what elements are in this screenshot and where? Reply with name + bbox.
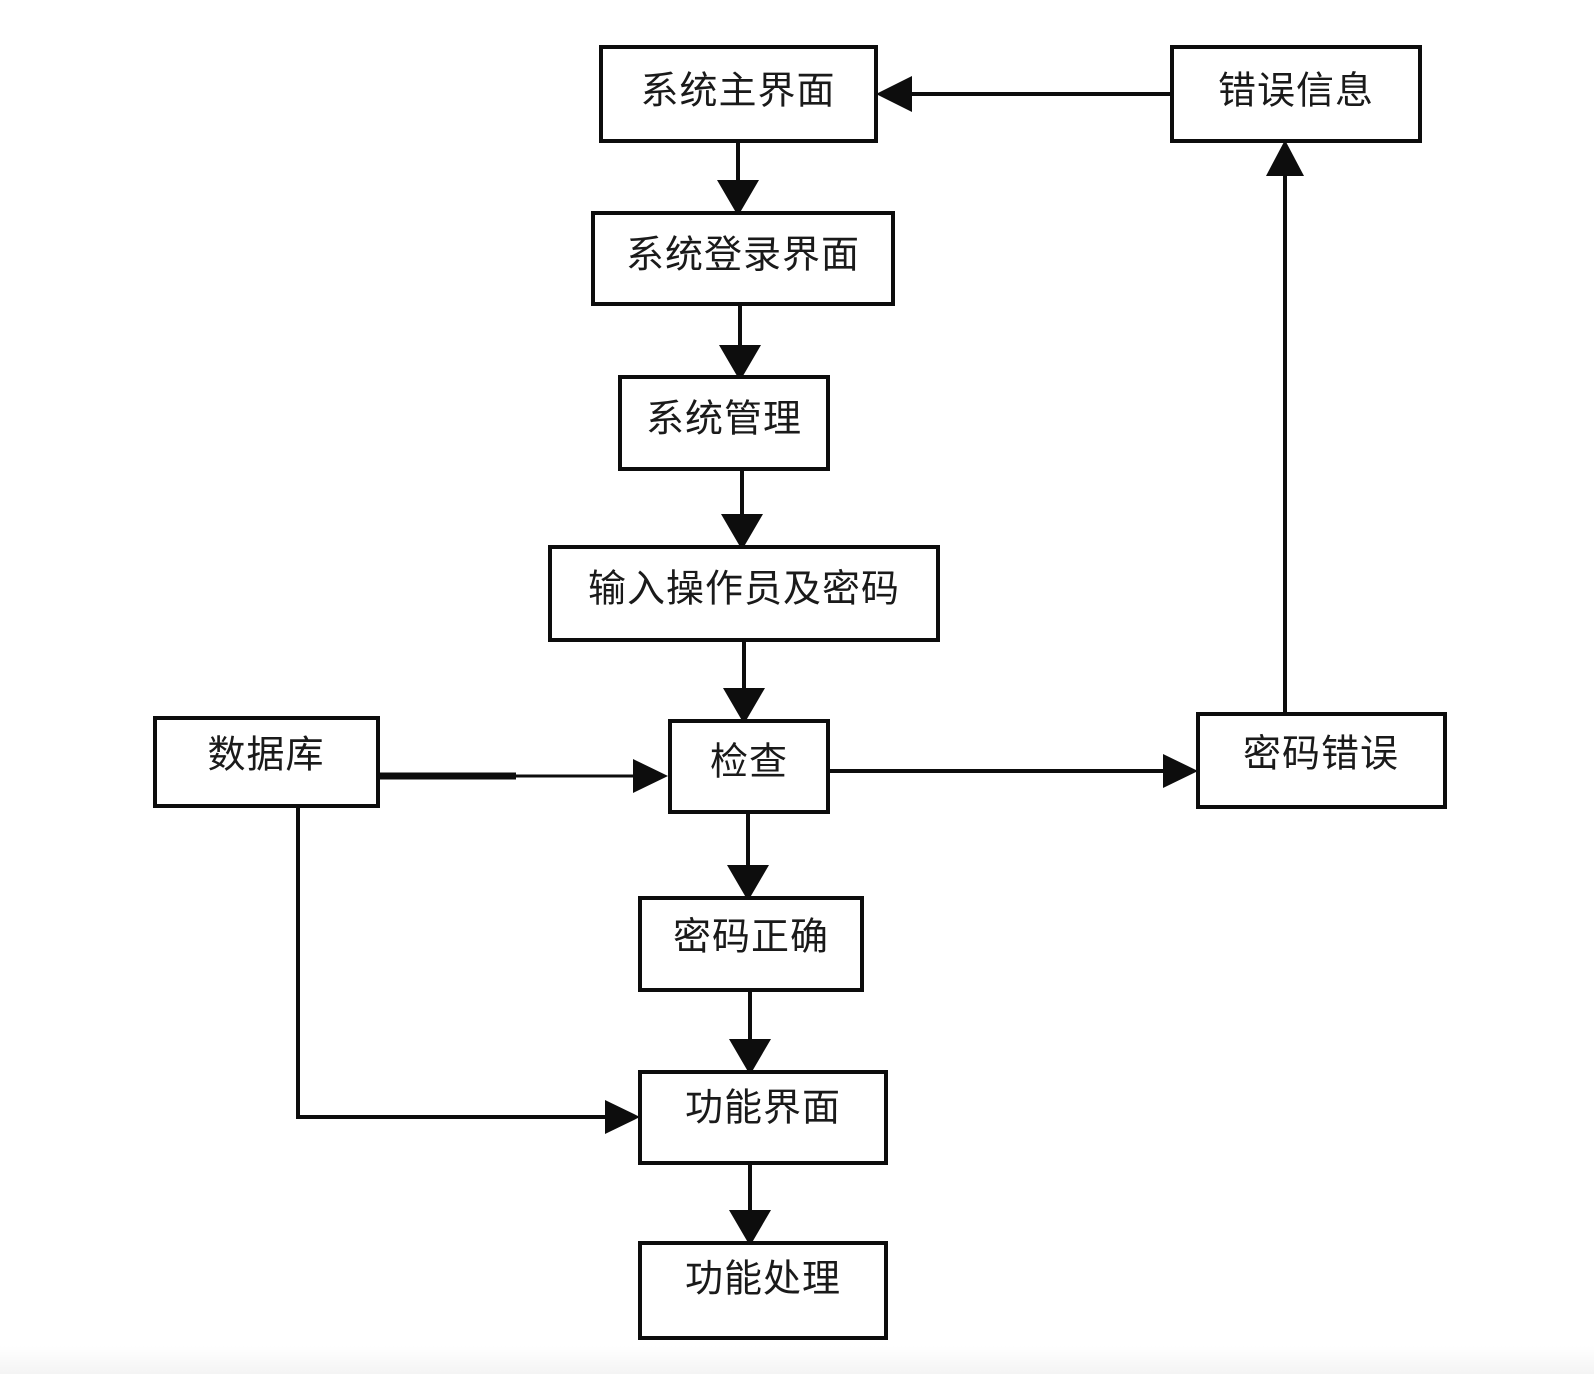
- node-login-ui[interactable]: 系统登录界面: [591, 211, 895, 306]
- node-label-pwd-error: 密码错误: [1243, 734, 1399, 776]
- node-label-login-ui: 系统登录界面: [626, 235, 860, 277]
- node-error-info[interactable]: 错误信息: [1170, 45, 1422, 143]
- edge-database-to-func-ui: [296, 806, 640, 1134]
- node-label-error-info: 错误信息: [1218, 71, 1374, 113]
- node-label-func-process: 功能处理: [685, 1259, 841, 1301]
- node-main-ui[interactable]: 系统主界面: [599, 45, 878, 143]
- edge-pwd-error-to-error-info: [1266, 140, 1304, 714]
- node-func-process[interactable]: 功能处理: [638, 1241, 888, 1340]
- node-func-ui[interactable]: 功能界面: [638, 1070, 888, 1165]
- node-database[interactable]: 数据库: [153, 716, 380, 808]
- node-label-func-ui: 功能界面: [685, 1088, 841, 1130]
- node-label-pwd-correct: 密码正确: [673, 917, 829, 959]
- node-sys-manage[interactable]: 系统管理: [618, 375, 830, 471]
- node-pwd-error[interactable]: 密码错误: [1196, 712, 1447, 809]
- node-label-sys-manage: 系统管理: [646, 399, 802, 441]
- edge-pwd-correct-to-func-ui: [729, 990, 771, 1075]
- edge-sys-manage-to-input-cred: [721, 469, 763, 550]
- node-input-cred[interactable]: 输入操作员及密码: [548, 545, 940, 642]
- node-check[interactable]: 检查: [668, 719, 830, 814]
- node-label-main-ui: 系统主界面: [640, 71, 835, 113]
- edge-database-to-check: [378, 759, 668, 793]
- node-pwd-correct[interactable]: 密码正确: [638, 896, 864, 992]
- edge-login-ui-to-sys-manage: [719, 304, 761, 381]
- page-bottom-band: [0, 1346, 1594, 1374]
- edge-check-to-pwd-error: [828, 754, 1198, 788]
- edge-check-to-pwd-correct: [727, 812, 769, 901]
- node-label-input-cred: 输入操作员及密码: [588, 569, 900, 611]
- edge-error-info-to-main-ui: [876, 76, 1172, 112]
- edge-input-cred-to-check: [723, 640, 765, 724]
- node-label-check: 检查: [710, 742, 788, 784]
- edge-main-ui-to-login-ui: [717, 141, 759, 216]
- edge-func-ui-to-func-process: [729, 1163, 771, 1246]
- node-label-database: 数据库: [207, 735, 324, 777]
